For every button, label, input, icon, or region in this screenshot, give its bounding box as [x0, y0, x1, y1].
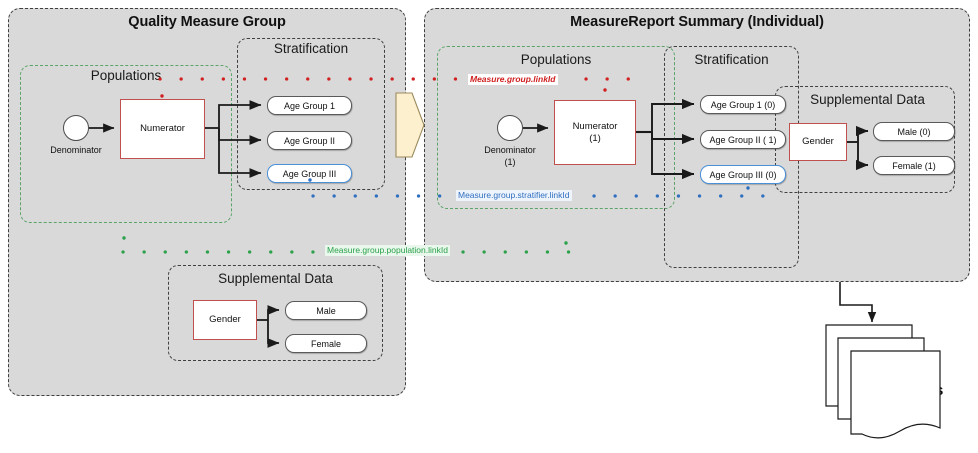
left-strat-label-1: Age Group 1	[283, 100, 336, 111]
right-denominator-text: Denominator	[484, 145, 536, 155]
group-linkid-tag: Measure.group.linkId	[468, 74, 558, 85]
left-supp-pill-male: Male	[285, 301, 367, 320]
left-strat-pill-1: Age Group 1	[267, 96, 352, 115]
left-strat-pill-2: Age Group II	[267, 131, 352, 150]
right-strat-label-2: Age Group II ( 1)	[709, 134, 777, 145]
resources-connector	[839, 282, 877, 323]
resources-label: Resources	[866, 382, 944, 399]
right-denominator-label: Denominator (1)	[475, 145, 545, 168]
right-supp-label-female: Female (1)	[892, 160, 936, 171]
right-gender-node: Gender	[789, 123, 847, 161]
quality-measure-group-title: Quality Measure Group	[128, 14, 286, 30]
right-strat-pill-2: Age Group II ( 1)	[700, 130, 786, 149]
left-denominator-node	[63, 115, 89, 141]
left-gender-node: Gender	[193, 300, 257, 340]
stratifier-linkid-tag: Measure.group.stratifier.linkId	[456, 190, 572, 201]
left-numerator-node: Numerator	[120, 99, 205, 159]
right-supp-pill-female: Female (1)	[873, 156, 955, 175]
left-stratification-title: Stratification	[273, 41, 349, 56]
right-gender-label: Gender	[802, 136, 834, 148]
right-strat-label-1: Age Group 1 (0)	[710, 99, 776, 110]
right-numerator-node: Numerator (1)	[554, 100, 636, 165]
left-supp-pill-female: Female	[285, 334, 367, 353]
right-strat-pill-3: Age Group III (0)	[700, 165, 786, 184]
right-strat-pill-1: Age Group 1 (0)	[700, 95, 786, 114]
right-denominator-node	[497, 115, 523, 141]
left-supplemental-title: Supplemental Data	[218, 271, 333, 286]
right-stratification-title: Stratification	[694, 52, 769, 67]
left-gender-label: Gender	[209, 314, 241, 326]
right-supplemental-title: Supplemental Data	[810, 92, 925, 107]
right-strat-label-3: Age Group III (0)	[709, 169, 777, 180]
resources-doc-mid-icon	[837, 337, 925, 423]
right-numerator-count: (1)	[589, 132, 601, 144]
right-populations-title: Populations	[520, 52, 592, 67]
left-numerator-label: Numerator	[140, 123, 185, 135]
right-supp-label-male: Male (0)	[897, 126, 931, 137]
left-supp-label-male: Male	[316, 305, 336, 316]
measurereport-summary-title: MeasureReport Summary (Individual)	[570, 14, 824, 30]
left-denominator-label: Denominator	[50, 145, 102, 155]
right-supp-pill-male: Male (0)	[873, 122, 955, 141]
right-denominator-count: (1)	[504, 156, 516, 167]
left-supplemental-group	[168, 265, 383, 361]
left-strat-label-3: Age Group III	[282, 168, 337, 179]
left-populations-title: Populations	[90, 68, 162, 83]
left-strat-pill-3: Age Group III	[267, 164, 352, 183]
right-numerator-label: Numerator	[572, 120, 618, 132]
left-strat-label-2: Age Group II	[283, 135, 336, 146]
population-linkid-tag: Measure.group.population.linkId	[325, 245, 450, 256]
left-supp-label-female: Female	[310, 338, 341, 349]
